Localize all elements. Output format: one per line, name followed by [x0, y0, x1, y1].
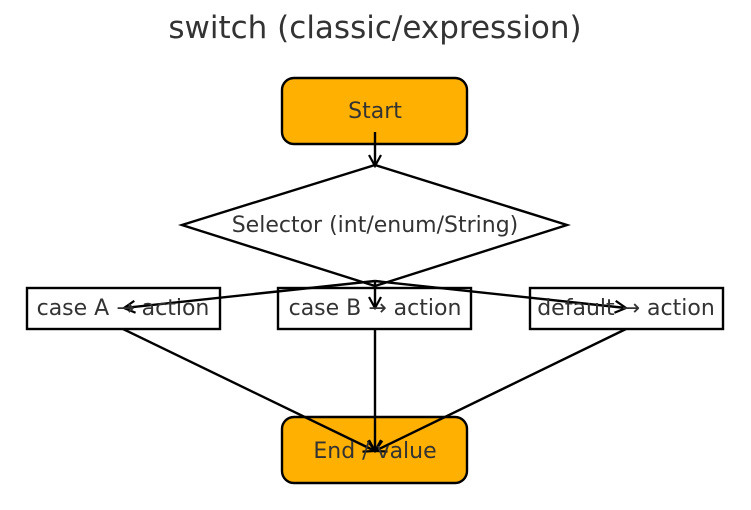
node-case-a: case A → action	[25, 286, 222, 331]
start-label: Start	[348, 99, 402, 124]
edge-default-end	[375, 327, 627, 451]
edges-to-end	[122, 327, 627, 451]
edge-selector-default	[374, 279, 626, 308]
edges	[124, 132, 626, 308]
selector-label: Selector (int/enum/String)	[232, 213, 519, 238]
edge-case-a-end	[122, 327, 375, 451]
end-label: End / value	[313, 439, 436, 464]
case-a-label: case A → action	[37, 296, 210, 321]
diagram-title: switch (classic/expression)	[168, 10, 581, 46]
default-label: default → action	[537, 296, 715, 321]
node-start: Start	[280, 76, 469, 146]
case-b-label: case B → action	[289, 296, 462, 321]
node-case-b: case B → action	[276, 286, 473, 331]
node-default: default → action	[528, 286, 725, 331]
default-process	[528, 286, 725, 331]
edge-selector-case-a	[124, 279, 376, 308]
node-selector: Selector (int/enum/String)	[177, 163, 571, 288]
